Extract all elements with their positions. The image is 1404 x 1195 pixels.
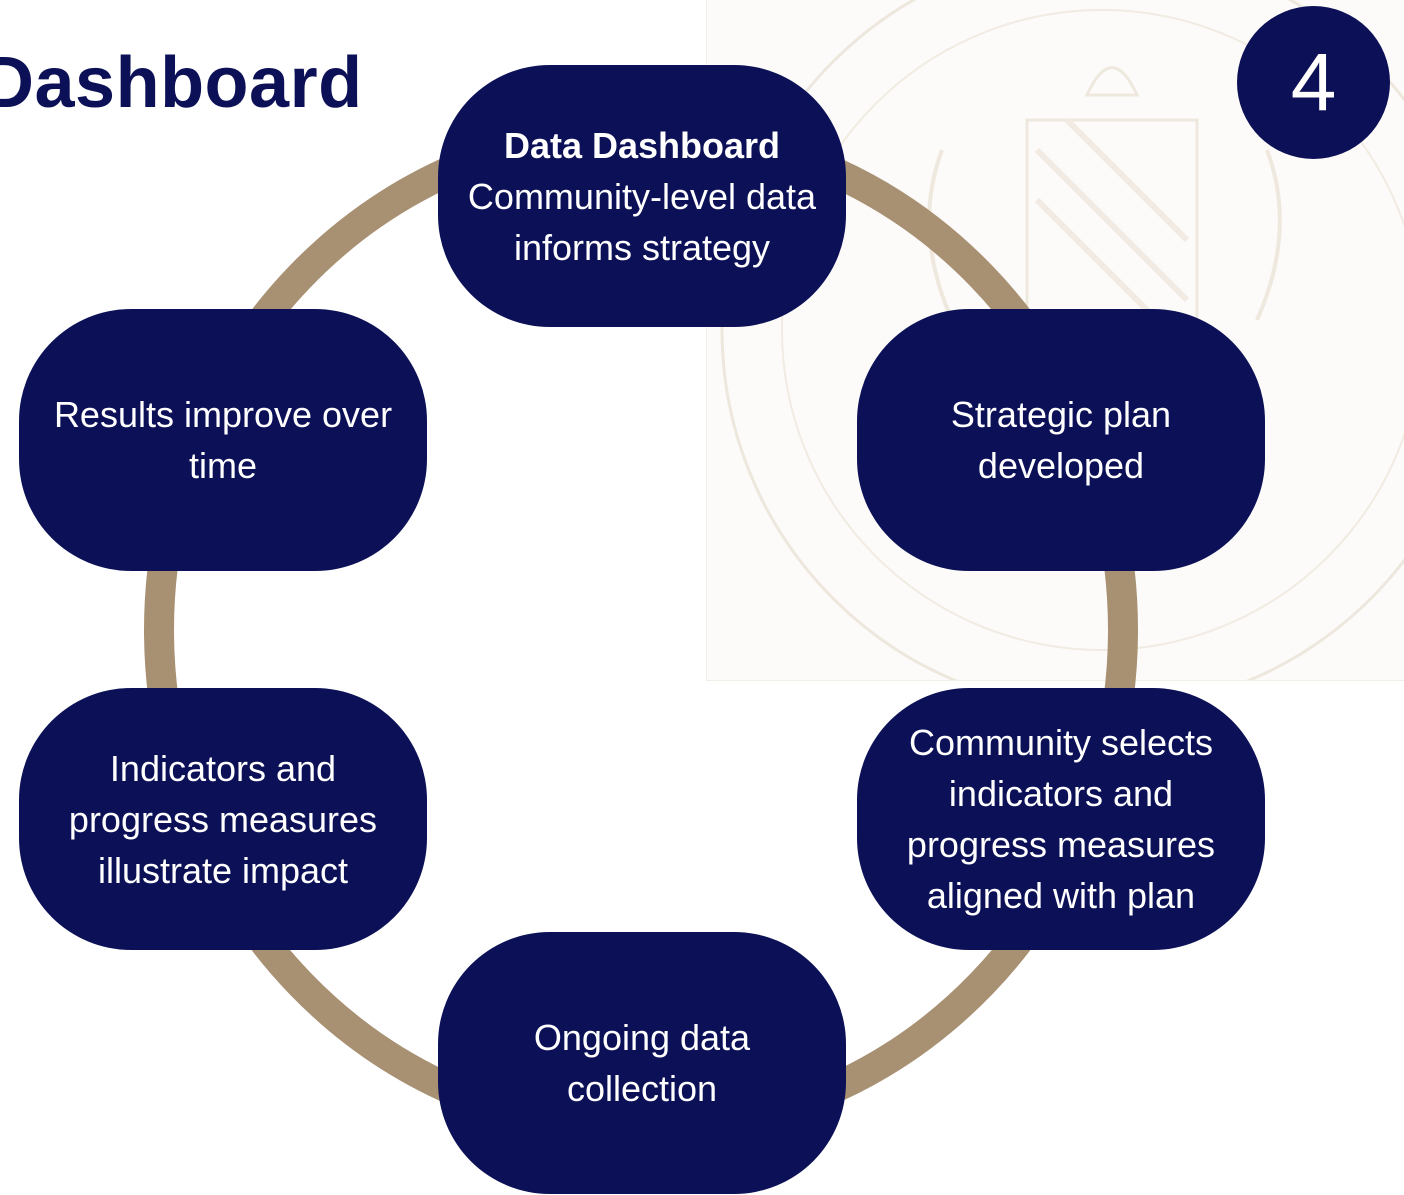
cycle-node-text: Results improve over time <box>53 394 393 486</box>
page-title: Dashboard <box>0 43 363 123</box>
step-number-badge: 4 <box>1237 6 1390 159</box>
cycle-node-community-selects: Community selects indicators and progres… <box>857 688 1265 950</box>
cycle-node-data-collection: Ongoing data collection <box>438 932 846 1194</box>
cycle-node-text: Ongoing data collection <box>533 1017 751 1109</box>
cycle-node-text: Community-level data informs strategy <box>467 175 817 268</box>
cycle-node-text: Indicators and progress measures illustr… <box>68 747 378 891</box>
cycle-node-text: Community selects indicators and progres… <box>906 722 1216 916</box>
cycle-node-strategic-plan: Strategic plan developed <box>857 309 1265 571</box>
cycle-node-results-improve: Results improve over time <box>19 309 427 571</box>
cycle-node-indicators-impact: Indicators and progress measures illustr… <box>19 688 427 950</box>
cycle-node-heading: Data Dashboard <box>503 124 781 166</box>
cycle-node-data-dashboard: Data Dashboard Community-level data info… <box>438 65 846 327</box>
cycle-node-text: Strategic plan developed <box>950 394 1172 486</box>
